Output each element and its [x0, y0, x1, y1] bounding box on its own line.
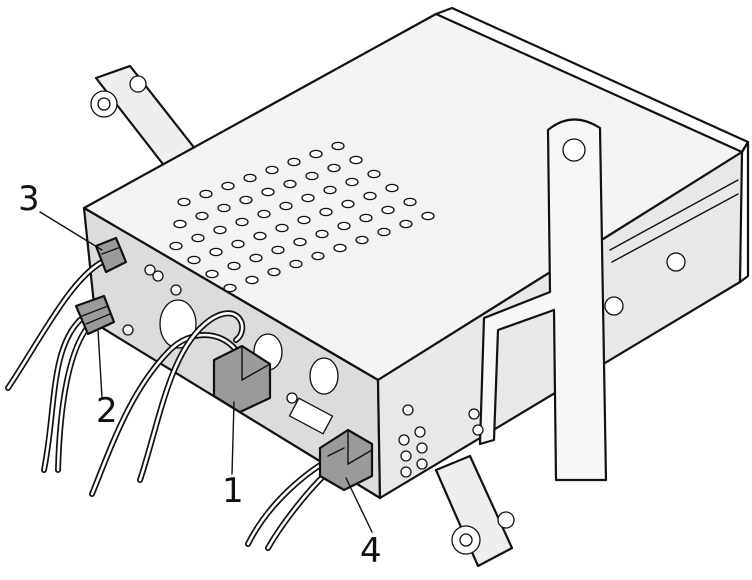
vent-hole	[249, 253, 263, 263]
callout-4: 4	[360, 531, 382, 571]
side-face-holes	[398, 408, 484, 478]
vent-hole	[223, 283, 237, 293]
callout-2: 2	[96, 391, 118, 431]
vent-hole	[221, 181, 235, 191]
vent-hole	[173, 219, 187, 229]
vent-hole	[283, 179, 297, 189]
vent-hole	[177, 197, 191, 207]
vent-hole	[301, 193, 315, 203]
vent-hole	[297, 215, 311, 225]
vent-hole	[199, 189, 213, 199]
vent-hole	[315, 229, 329, 239]
vent-hole	[267, 267, 281, 277]
vent-hole	[327, 163, 341, 173]
bottom-mounting-bracket	[434, 454, 515, 568]
leader-lines	[39, 211, 373, 533]
leader-line-4	[345, 477, 373, 533]
vent-hole	[265, 165, 279, 175]
vent-hole	[421, 211, 435, 221]
leader-line-2	[97, 329, 103, 399]
vent-hole	[333, 243, 347, 253]
vent-hole	[309, 149, 323, 159]
vent-hole	[261, 187, 275, 197]
vent-hole	[279, 201, 293, 211]
leader-line-1	[231, 401, 235, 475]
vent-hole	[337, 221, 351, 231]
vent-hole	[381, 205, 395, 215]
vent-hole	[341, 199, 355, 209]
vent-hole	[319, 207, 333, 217]
vent-hole	[169, 241, 183, 251]
vent-hole	[191, 233, 205, 243]
vent-hole	[187, 255, 201, 265]
vent-hole	[399, 219, 413, 229]
vent-hole	[195, 211, 209, 221]
vent-hole	[293, 237, 307, 247]
vent-hole	[385, 183, 399, 193]
vent-hole	[377, 227, 391, 237]
vent-hole	[213, 225, 227, 235]
connector-3	[94, 236, 128, 274]
vent-hole	[311, 251, 325, 261]
vent-hole	[271, 245, 285, 255]
vent-hole	[239, 195, 253, 205]
vent-hole	[305, 171, 319, 181]
vent-hole	[323, 185, 337, 195]
callout-1: 1	[222, 471, 244, 511]
rear-mounting-bracket	[90, 64, 198, 170]
callout-3: 3	[18, 179, 40, 219]
vent-hole	[363, 191, 377, 201]
vent-hole	[367, 169, 381, 179]
leader-line-3	[39, 211, 103, 251]
ventilation-holes	[169, 141, 435, 293]
vent-hole	[205, 269, 219, 279]
connector-2	[74, 294, 116, 336]
vent-hole	[331, 141, 345, 151]
vent-hole	[253, 231, 267, 241]
radio-housing	[82, 6, 750, 500]
vent-hole	[359, 213, 373, 223]
vent-hole	[345, 177, 359, 187]
vent-hole	[355, 235, 369, 245]
vent-hole	[235, 217, 249, 227]
vent-hole	[217, 203, 231, 213]
vent-hole	[257, 209, 271, 219]
vent-hole	[289, 259, 303, 269]
vent-hole	[227, 261, 241, 271]
vent-hole	[403, 197, 417, 207]
vent-hole	[349, 155, 363, 165]
connector-4	[318, 428, 374, 492]
cables	[5, 259, 335, 551]
vent-hole	[287, 157, 301, 167]
side-mounting-bracket	[478, 118, 739, 482]
vent-hole	[243, 173, 257, 183]
vent-hole	[231, 239, 245, 249]
vent-hole	[275, 223, 289, 233]
vent-hole	[209, 247, 223, 257]
connector-1	[212, 344, 272, 414]
vent-hole	[245, 275, 259, 285]
